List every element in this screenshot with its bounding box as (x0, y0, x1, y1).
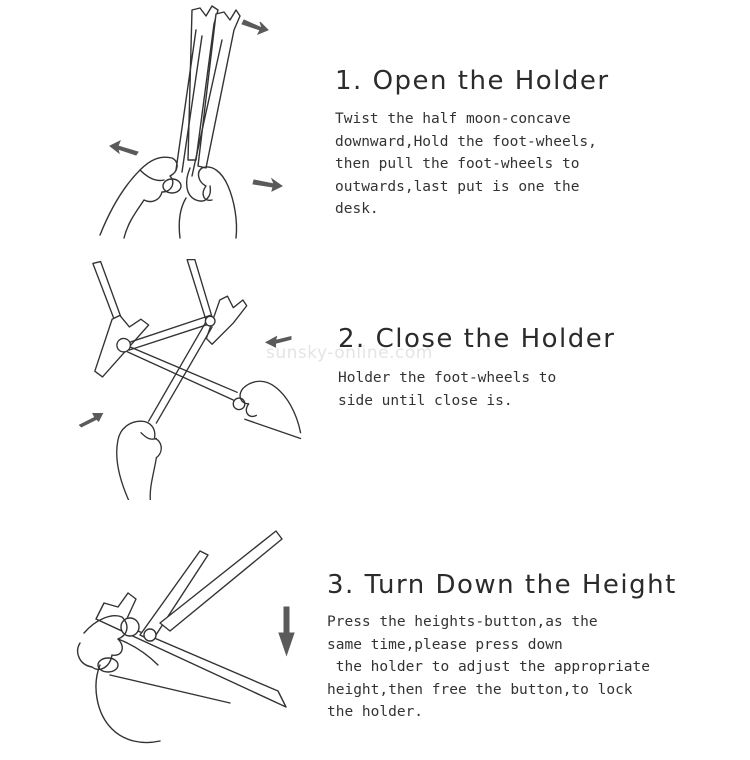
left-hand-icon (116, 420, 162, 500)
arrow-down-icon (278, 606, 295, 657)
x-holder-icon (92, 258, 248, 424)
step-2-description: Holder the foot-wheels to side until clo… (338, 370, 557, 409)
arrow-left-icon (109, 139, 139, 156)
open-holder-illustration (99, 5, 283, 239)
step-1-title: 1. Open the Holder (335, 66, 610, 96)
left-hand-icon (99, 156, 182, 239)
close-holder-illustration (78, 258, 302, 500)
arrow-right-up-icon (241, 19, 269, 35)
step-2-title: 2. Close the Holder (338, 324, 616, 354)
step-3-description: Press the heights-button,as the same tim… (327, 614, 651, 720)
arrow-right-icon (252, 177, 283, 192)
right-hand-icon (232, 380, 302, 440)
right-hand-icon (178, 166, 238, 239)
watermark: sunsky-online.com (266, 343, 433, 363)
arrow-right-icon (78, 412, 104, 428)
turn-down-height-illustration (76, 530, 295, 744)
step-3-title: 3. Turn Down the Height (327, 570, 677, 600)
step-1-description: Twist the half moon-concave downward,Hol… (335, 111, 597, 217)
folded-holder-icon (175, 5, 241, 177)
arrow-left-icon (264, 335, 292, 348)
hand-icon (76, 615, 161, 744)
